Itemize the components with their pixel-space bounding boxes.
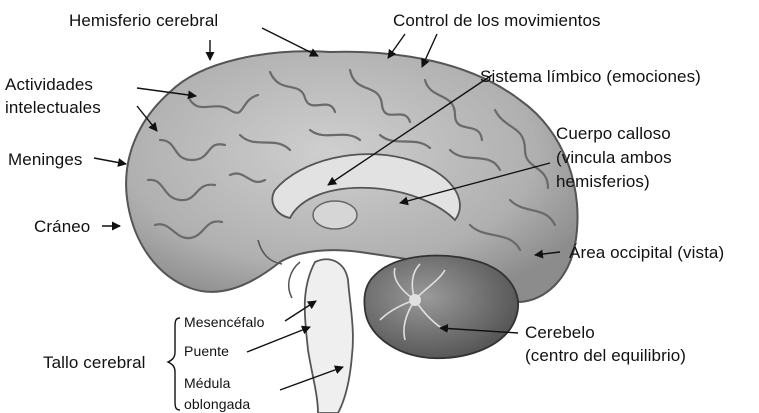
label-calloso-1: Cuerpo calloso [556,124,671,144]
label-calloso-2: (vincula ambos [556,148,672,168]
thalamus-shape [313,201,357,229]
label-hemisferio: Hemisferio cerebral [69,11,218,31]
label-puente: Puente [184,343,229,359]
label-cerebelo-2: (centro del equilibrio) [525,346,686,366]
label-craneo: Cráneo [34,217,90,237]
label-control: Control de los movimientos [393,11,601,31]
label-mesencefalo: Mesencéfalo [184,314,264,330]
label-tallo: Tallo cerebral [43,353,146,373]
label-medula-2: oblongada [184,396,250,412]
label-occipital: Área occipital (vista) [569,243,724,263]
tallo-brace [168,318,180,410]
label-meninges: Meninges [8,150,83,170]
label-calloso-3: hemisferios) [556,172,650,192]
label-cerebelo-1: Cerebelo [525,323,595,343]
brainstem-shape [305,259,353,413]
cerebellum-shape [364,256,518,359]
label-actividades-1: Actividades [5,75,93,95]
label-medula-1: Médula [184,375,231,391]
label-actividades-2: intelectuales [5,98,101,118]
label-limbico: Sistema límbico (emociones) [480,67,701,87]
